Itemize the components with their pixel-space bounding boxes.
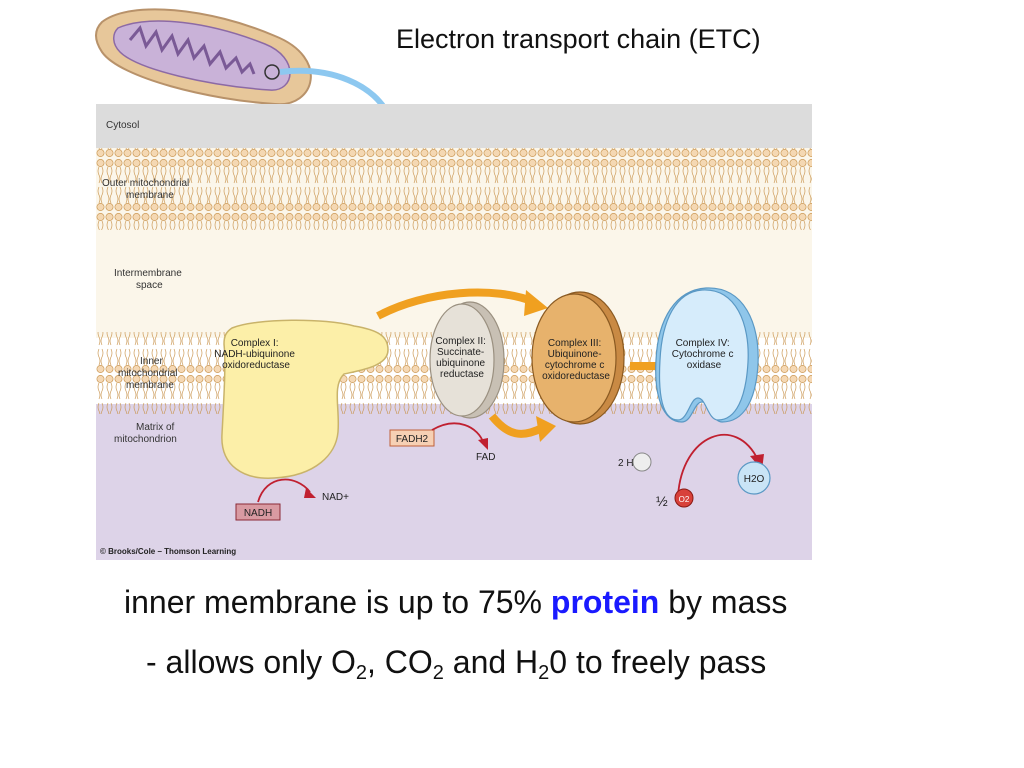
outer-membrane: [96, 148, 812, 230]
o2-label: O2: [679, 495, 690, 504]
etc-diagram: Cytosol Outer mitochondrial membrane Int…: [96, 104, 812, 560]
arrow-nadh: [257, 478, 311, 503]
fadh2-box: [389, 429, 435, 447]
protein-highlight: protein: [550, 584, 660, 620]
complex-1-label: Complex I: NADH-ubiquinone oxidoreductas…: [214, 338, 297, 371]
label-inner-membrane: Inner mitochondrial membrane: [118, 356, 180, 391]
bullet-line-2: - allows only O2, CO2 and H20 to freely …: [146, 644, 767, 684]
complex-1-shape: [221, 319, 389, 479]
bullet-line-1: inner membrane is up to 75% protein by m…: [124, 584, 788, 620]
h-plus-icon: [632, 452, 652, 472]
complex-3-label: Complex III: Ubiquinone- cytochrome c ox…: [542, 338, 610, 382]
arrow-complex2-to-complex3: [488, 413, 544, 438]
complex-4-shape: [658, 289, 749, 421]
label-cytosol: Cytosol: [106, 120, 139, 131]
mitochondrion-icon: [95, 8, 312, 106]
label-outer-membrane: Outer mitochondrial membrane: [102, 178, 192, 201]
mitochondrion-illustration: [95, 8, 402, 132]
diagram-credit: © Brooks/Cole – Thomson Learning: [100, 547, 236, 556]
nad-plus-label: NAD+: [322, 492, 349, 503]
nadh-label: NADH: [244, 508, 272, 519]
complex-2-label: Complex II: Succinate- ubiquinone reduct…: [435, 336, 488, 380]
h2o-label: H2O: [744, 474, 765, 485]
h2o-icon: [737, 461, 771, 495]
slide-title: Electron transport chain (ETC): [396, 24, 761, 54]
matrix-region: [96, 404, 812, 560]
complex-4-label: Complex IV: Cytochrome c oxidase: [672, 338, 736, 371]
complex-2-shape: [429, 303, 495, 417]
half-label: ½: [656, 493, 668, 509]
cytosol-region: [96, 104, 812, 148]
nadh-box: [235, 503, 281, 521]
arrow-complex1-to-complex3: [376, 288, 536, 320]
complex-3-shape: [531, 293, 617, 423]
arrow-o2-to-h2o: [677, 433, 759, 497]
label-matrix: Matrix of mitochondrion: [114, 422, 177, 445]
label-intermembrane: Intermembrane space: [114, 268, 185, 291]
o2-icon: [674, 488, 694, 508]
fad-label: FAD: [476, 452, 495, 463]
two-h-plus-label: 2 H+: [618, 458, 640, 469]
fadh2-label: FADH2: [396, 434, 429, 445]
